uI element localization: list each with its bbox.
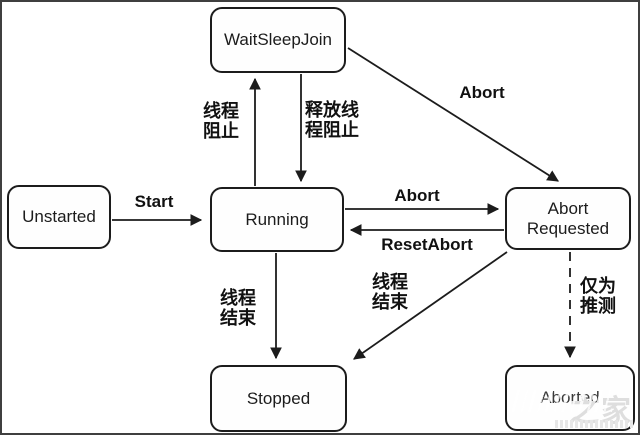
edge-label-speculation-only: 仅为推测 — [580, 276, 616, 316]
edge-thread-end-abort-requested-arrow — [353, 251, 508, 360]
state-label-aborted: Aborted — [540, 388, 600, 407]
state-label-waitsleepjoin: WaitSleepJoin — [223, 30, 333, 49]
state-node-aborted: Aborted — [505, 365, 635, 431]
edge-label-abort: Abort — [394, 186, 440, 205]
state-node-unstarted: Unstarted — [7, 185, 111, 249]
state-label-running: Running — [245, 209, 309, 229]
state-node-abort-requested: Abort Requested — [505, 187, 631, 250]
edge-label-reset-abort: ResetAbort — [381, 235, 473, 254]
state-label-unstarted: Unstarted — [22, 207, 96, 226]
state-label-abort-requested: Abort Requested — [526, 198, 610, 238]
edge-label-thread-end-running: 线程结束 — [220, 288, 256, 328]
edge-label-start: Start — [134, 192, 174, 211]
edge-label-release-thread-block: 释放线程阻止 — [305, 100, 359, 140]
edge-label-thread-block: 线程阻止 — [203, 101, 239, 141]
state-node-stopped: Stopped — [210, 365, 347, 432]
edge-label-thread-end-abort-requested: 线程结束 — [372, 272, 408, 312]
state-node-running: Running — [210, 187, 344, 252]
state-label-stopped: Stopped — [246, 388, 311, 408]
state-node-waitsleepjoin: WaitSleepJoin — [210, 7, 346, 73]
edge-label-abort-from-waitsleepjoin: Abort — [459, 83, 505, 102]
edge-abort-from-waitsleepjoin-arrow — [347, 47, 559, 182]
